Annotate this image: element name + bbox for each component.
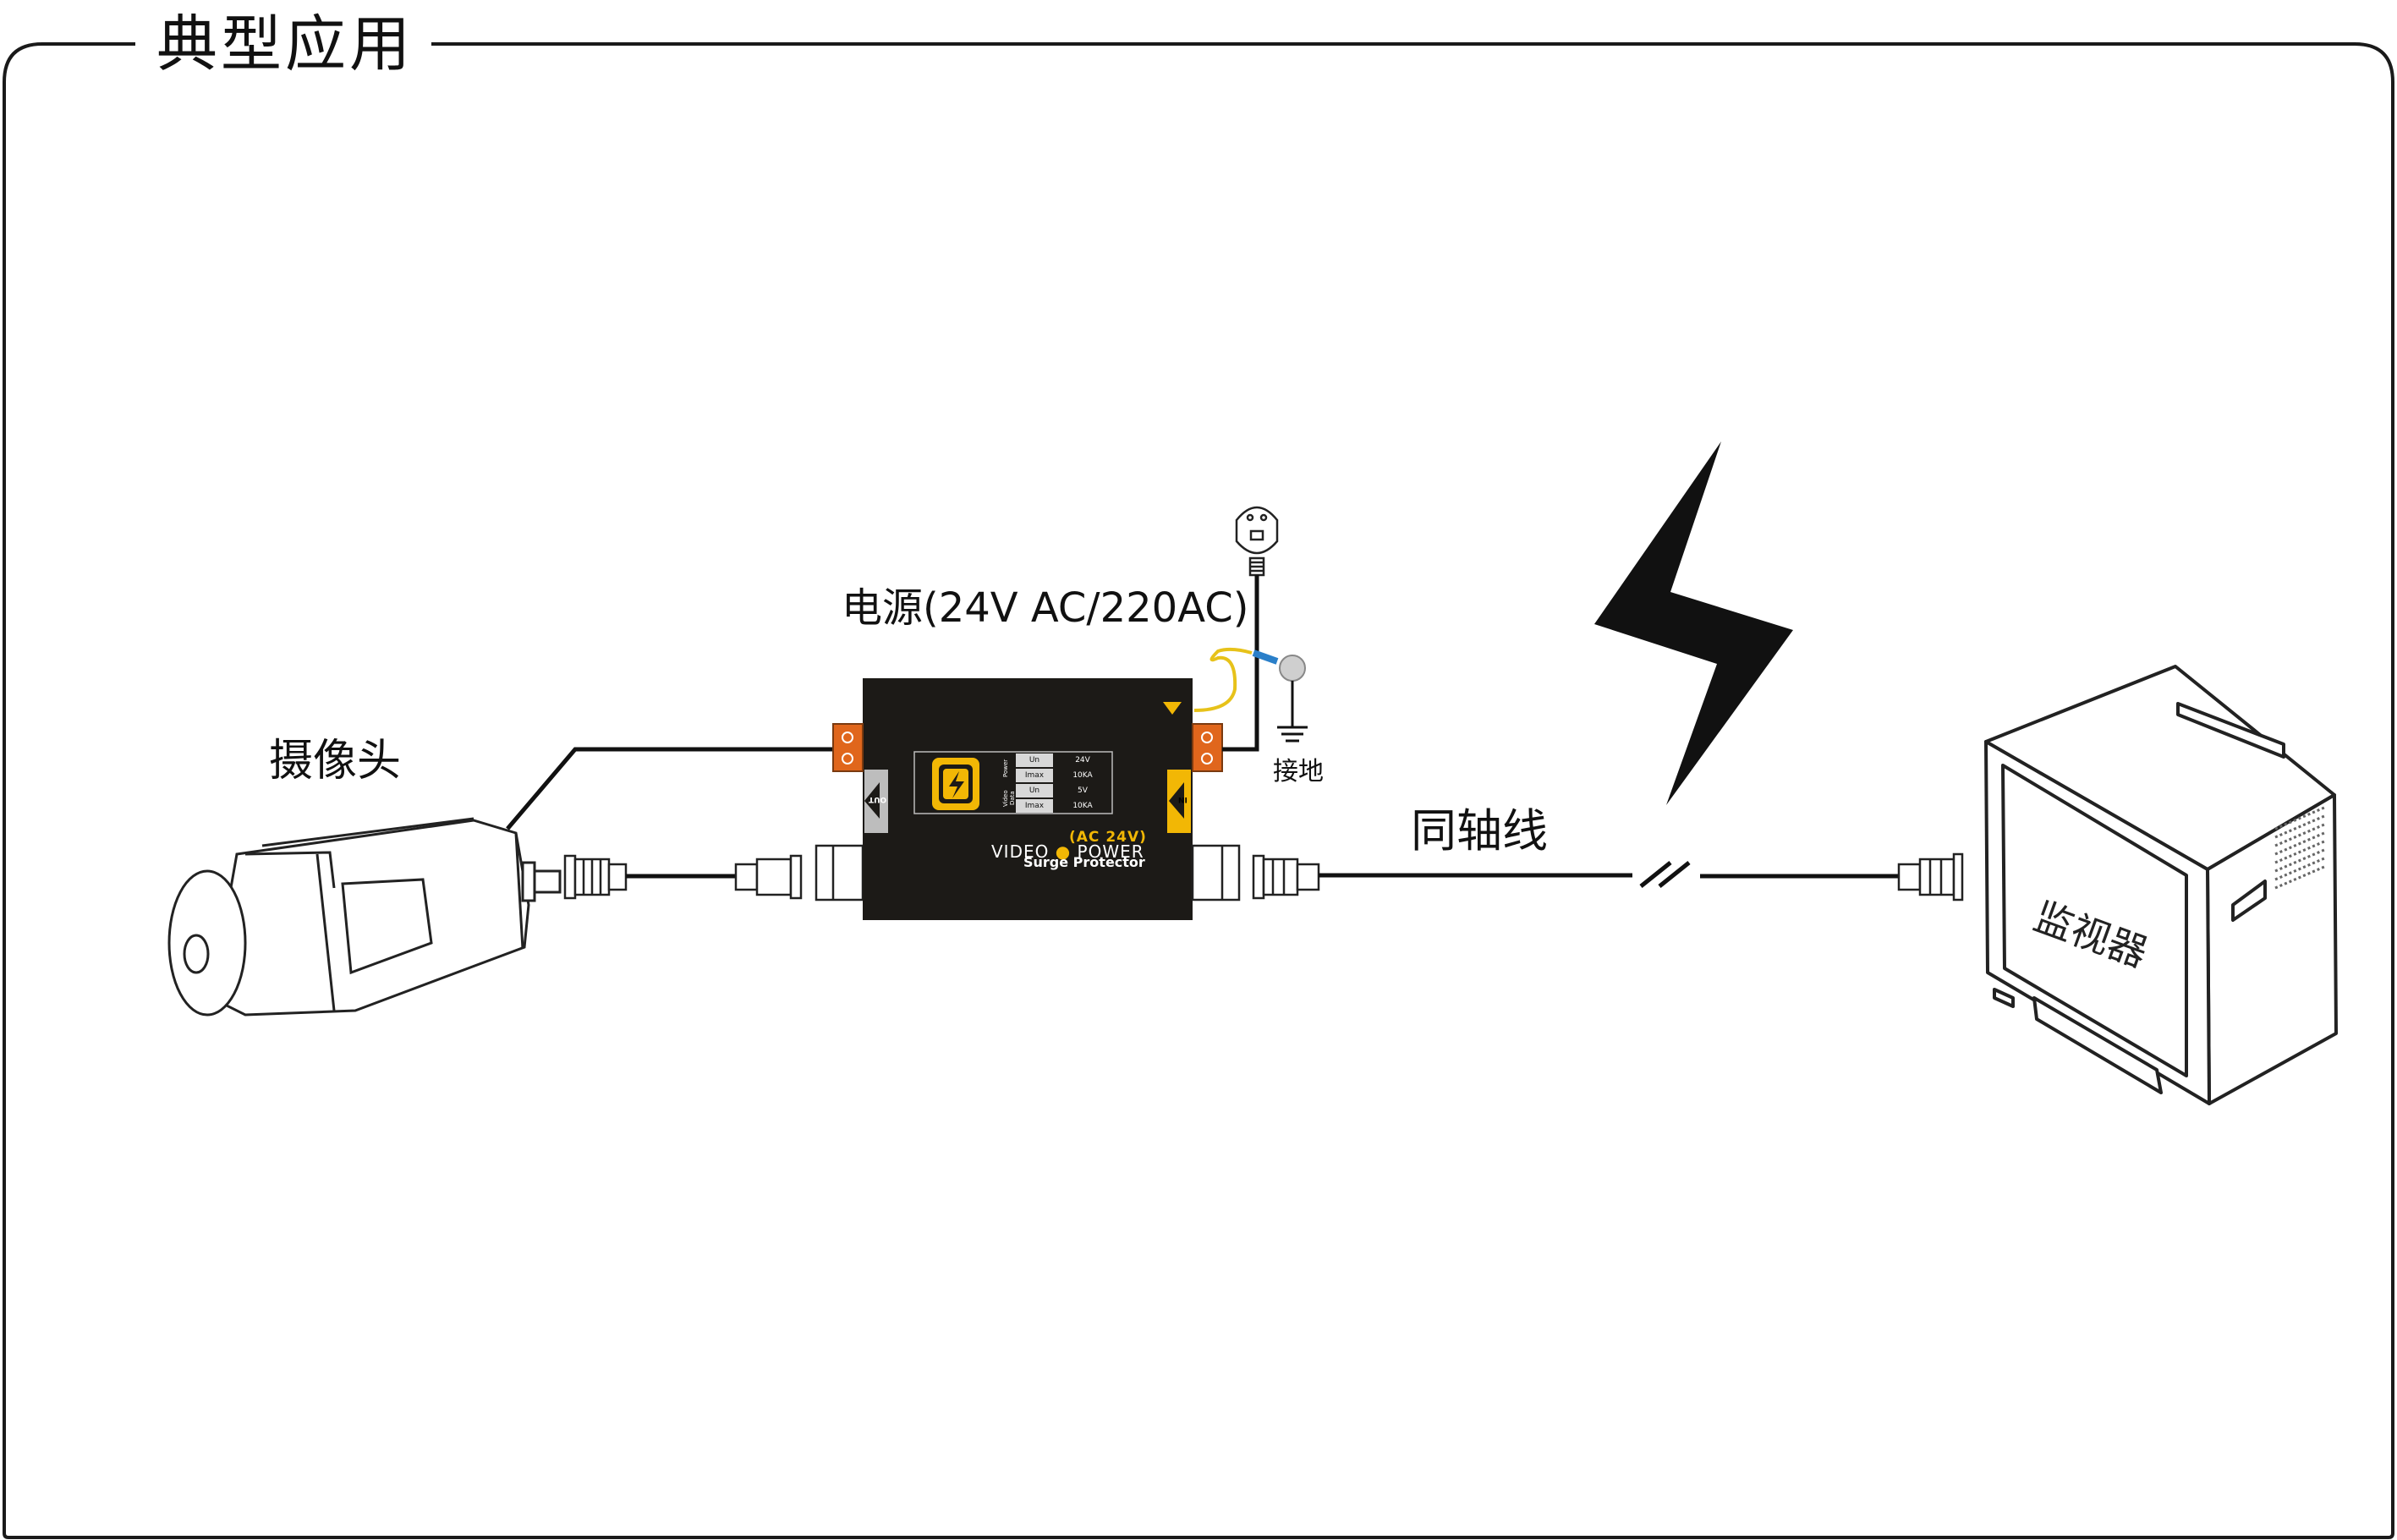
monitor bbox=[1984, 665, 2338, 1105]
out-port-label: OUT bbox=[869, 795, 887, 803]
device-out-bnc-connector bbox=[734, 844, 864, 902]
monitor-bnc-connector bbox=[1897, 852, 1964, 902]
spec-row: Imax 10KA bbox=[914, 799, 1112, 814]
in-port-label: IN bbox=[1178, 795, 1188, 803]
device-in-bnc-connector bbox=[1191, 844, 1320, 902]
device-model-label: (AC 24V) bbox=[1069, 829, 1147, 846]
spec-row: Un 24V bbox=[914, 754, 1112, 769]
frame-border bbox=[3, 42, 2394, 1539]
camera-power-wire bbox=[506, 747, 837, 830]
spec-value: 24V bbox=[1075, 756, 1090, 765]
device-product-subtitle: Surge Protector bbox=[1023, 854, 1145, 870]
out-port-arrow bbox=[864, 770, 888, 833]
product-right-label: POWER bbox=[1077, 841, 1144, 862]
camera-label: 摄像头 bbox=[269, 736, 402, 786]
spec-value: 5V bbox=[1078, 786, 1088, 795]
device-indicator-icon bbox=[1163, 702, 1182, 715]
ground-wire-yellow bbox=[1193, 647, 1253, 712]
spec-key: Un bbox=[1016, 784, 1053, 797]
spec-value: 10KA bbox=[1072, 771, 1093, 780]
ground-wire-blue bbox=[1252, 649, 1279, 665]
spec-table: Power Video Data Un 24V Imax 10KA Un 5V … bbox=[914, 752, 1112, 814]
ground-symbol-icon bbox=[1277, 681, 1308, 743]
device-power-terminal-left bbox=[832, 723, 864, 772]
lightning-bolt-icon bbox=[1594, 441, 1793, 805]
page-title: 典型应用 bbox=[156, 8, 414, 79]
in-port-arrow bbox=[1167, 770, 1191, 833]
device-logo-icon bbox=[932, 758, 979, 810]
device-product-line: VIDEO ● POWER bbox=[991, 841, 1144, 862]
coax-cable-label: 同轴线 bbox=[1411, 804, 1548, 858]
camera-bnc-connector bbox=[563, 854, 628, 900]
cable-break-symbol bbox=[1639, 861, 1691, 888]
ground-lug bbox=[1279, 655, 1306, 682]
spec-row: Imax 10KA bbox=[914, 769, 1112, 784]
spec-key: Imax bbox=[1016, 799, 1053, 813]
spec-table-frame bbox=[913, 751, 1113, 814]
spec-value: 10KA bbox=[1072, 802, 1093, 810]
spec-key: Un bbox=[1016, 754, 1053, 767]
spec-key: Imax bbox=[1016, 769, 1053, 782]
camera bbox=[167, 817, 562, 1017]
product-separator-dot: ● bbox=[1055, 841, 1072, 862]
power-input-wire bbox=[1222, 575, 1259, 752]
spec-row: Un 5V bbox=[914, 784, 1112, 799]
device-power-terminal-right bbox=[1192, 723, 1223, 772]
product-left-label: VIDEO bbox=[991, 841, 1050, 862]
ground-label: 接地 bbox=[1273, 757, 1324, 786]
monitor-vent-grille bbox=[2274, 806, 2325, 890]
power-supply-label: 电源(24V AC/220AC) bbox=[842, 584, 1249, 632]
power-plug-icon bbox=[1235, 506, 1279, 577]
